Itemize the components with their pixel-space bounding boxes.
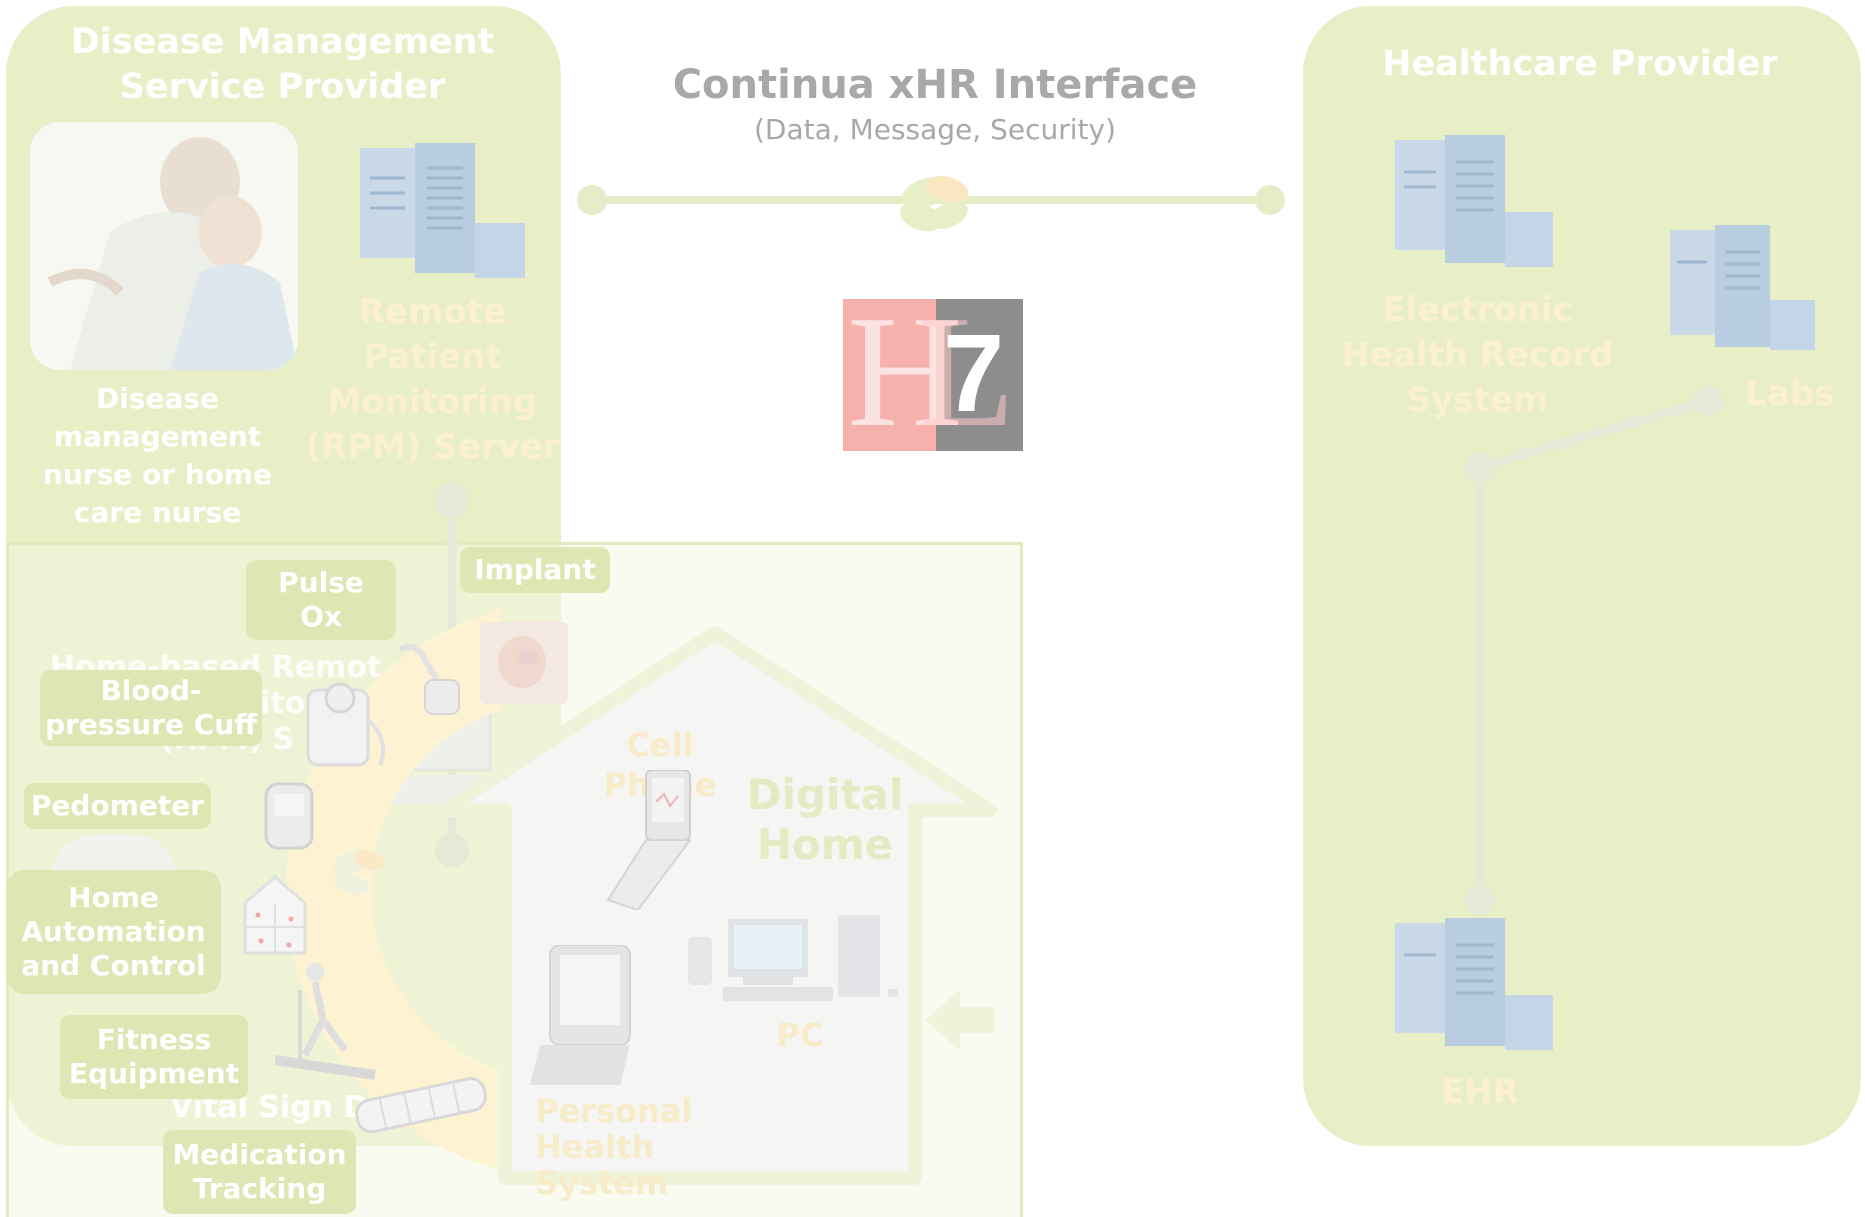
digital-home-label: Digital Home [746,770,904,869]
small-continua-logo-icon [325,840,395,914]
implant-tag: Implant [460,547,610,593]
ehr-server-icon [1390,915,1570,1059]
pulse-ox-tag: Pulse Ox [246,560,396,640]
bp-cuff-icon [300,680,390,774]
home-automation-icon [243,875,308,959]
cell-phone-icon [598,769,698,914]
pedometer-tag: Pedometer [24,783,211,829]
inbound-arrow-icon [925,990,995,1050]
pedometer-icon [262,782,317,856]
bp-cuff-tag: Blood- pressure Cuff [40,670,262,746]
dmsp-title-line2: Service Provider [119,67,446,107]
labs-label: Labs [1745,374,1835,414]
hl7-logo-7: 7 [943,312,1005,435]
hl7-logo-l: L [918,282,1016,460]
personal-health-system-icon [530,944,640,1089]
healthcare-provider-title: Healthcare Provider [1382,44,1778,84]
rpm-server-label: Remote Patient Monitoring (RPM) Server [305,292,560,467]
rpm-server-icon [355,138,535,292]
hl7-logo: H L 7 [843,291,1023,451]
personal-health-system-label: Personal Health System [535,1092,693,1202]
labs-server-icon [1665,222,1825,361]
ehr-system-server-icon [1390,132,1570,276]
home-automation-tag: Home Automation and Control [6,870,221,994]
fitness-equipment-icon [274,960,385,1084]
implant-image [480,622,568,704]
ehr-label: EHR [1441,1072,1519,1112]
continua-logo-icon [899,176,969,232]
xhr-interface-title: Continua xHR Interface [672,62,1198,108]
pulse-ox-icon [395,640,465,724]
hp-connector-lines [1465,386,1723,915]
dmsp-title-line1: Disease Management [70,22,495,62]
nurse-label: Disease management nurse or home care nu… [42,382,273,529]
nurse-photo [30,122,298,370]
medication-tracking-tag: Medication Tracking [163,1130,356,1214]
medication-tracking-icon [352,1075,492,1139]
hl7-logo-h: H [847,282,963,460]
fitness-equipment-tag: Fitness Equipment [60,1015,248,1099]
dmsp-title: Disease Management Service Provider [40,20,525,110]
pc-label: PC [776,1016,824,1054]
pc-icon [688,915,898,1009]
xhr-interface-subtitle: (Data, Message, Security) [753,113,1116,146]
ehr-system-label: Electronic Health Record System [1341,290,1614,420]
